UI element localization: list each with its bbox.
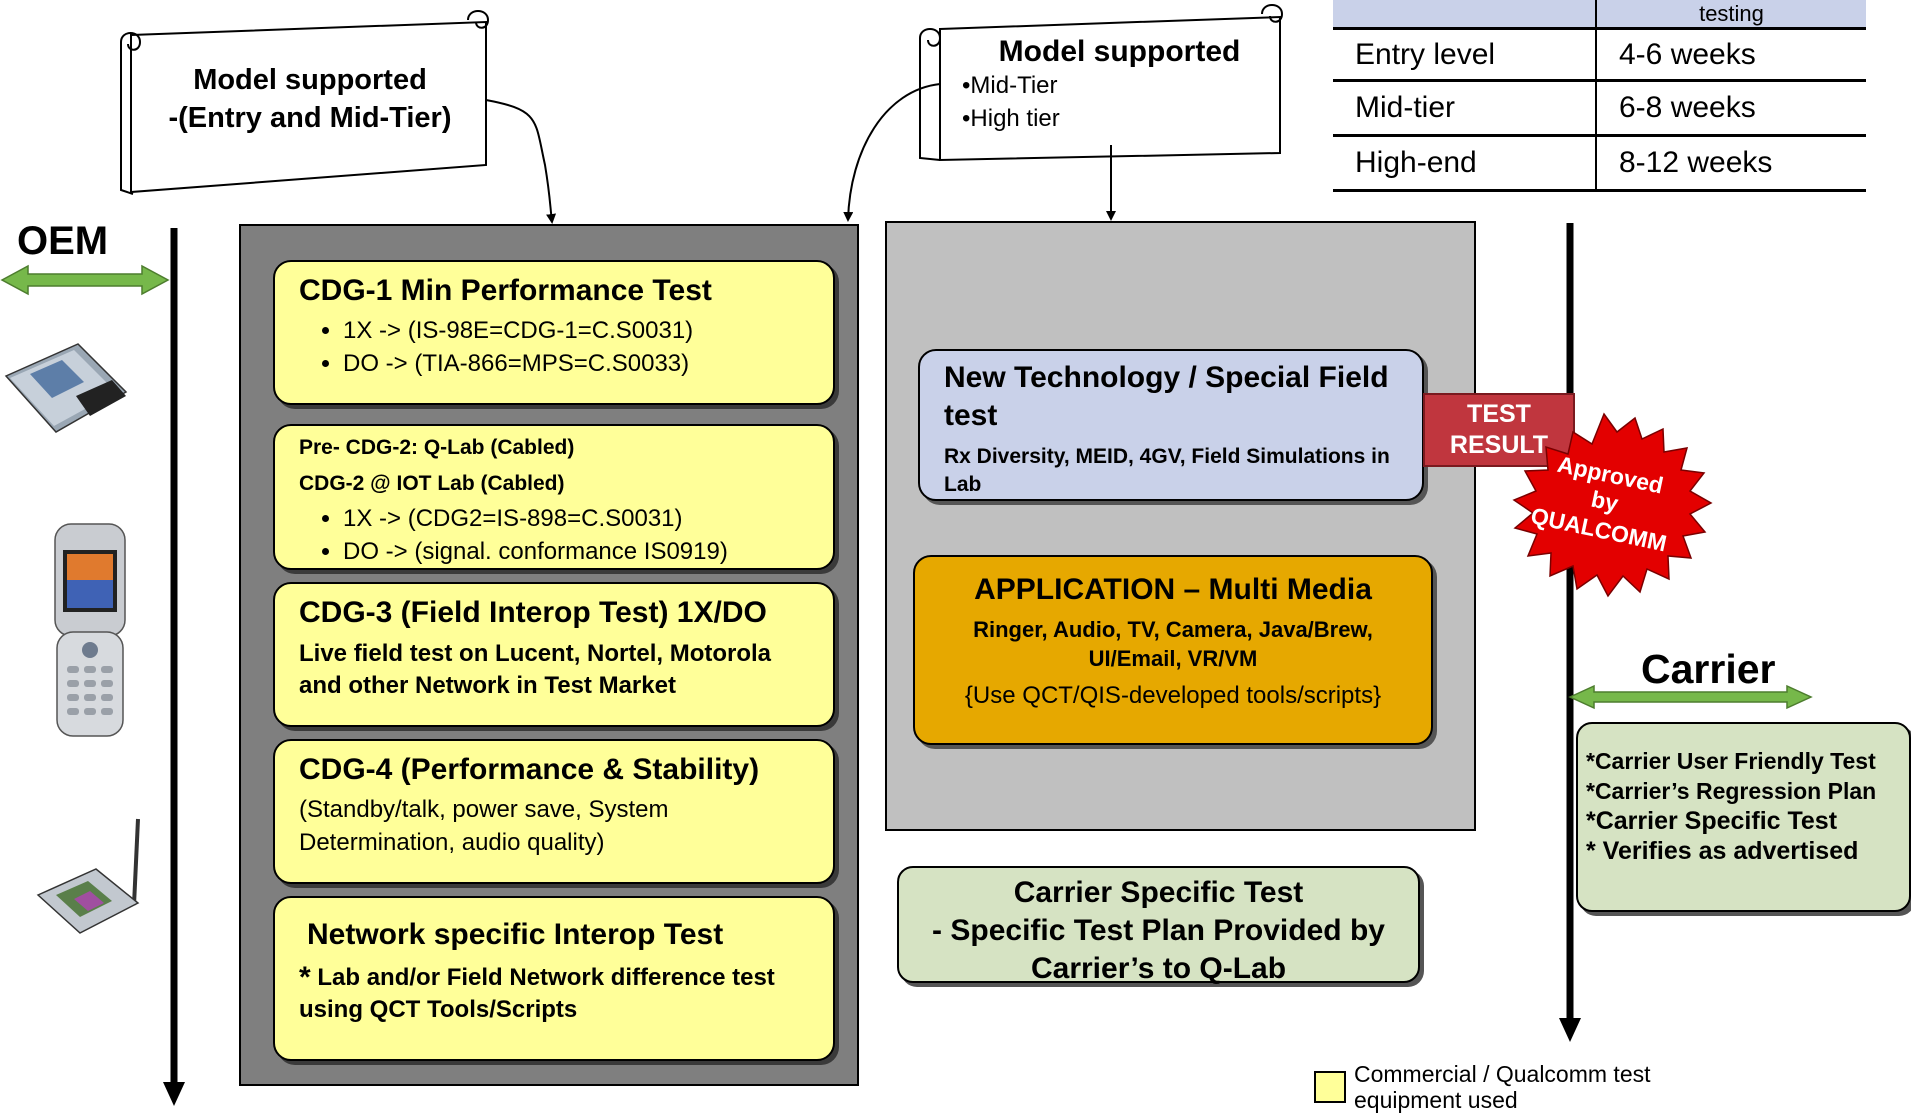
application-box: APPLICATION – Multi Media Ringer, Audio,… (913, 555, 1433, 745)
test-result-badge: TEST RESULT (1423, 393, 1575, 467)
legend-text: Commercial / Qualcomm test equipment use… (1354, 1061, 1651, 1113)
cdg2-line2: CDG-2 @ IOT Lab (Cabled) (299, 472, 565, 495)
network-body-text: Lab and/or Field Network difference test… (299, 964, 775, 1023)
carrier-specific-test-box: Carrier Specific Test - Specific Test Pl… (897, 866, 1420, 985)
list-item: DO -> (TIA-866=MPS=C.S0033) (343, 347, 809, 380)
list-item: * Verifies as advertised (1586, 837, 1859, 865)
list-item: *Carrier User Friendly Test (1586, 748, 1876, 774)
cdg4-title: CDG-4 (Performance & Stability) (299, 753, 760, 786)
oem-label: OEM (17, 219, 109, 263)
network-body: * Lab and/or Field Network difference te… (299, 962, 809, 1026)
oem-timeline-arrowhead (163, 1082, 185, 1106)
approved-by-qualcomm-seal: Approved by QUALCOMM (1512, 412, 1713, 598)
new-tech-title: New Technology / Special Field test (944, 361, 1389, 432)
table-header-cell (1333, 0, 1597, 27)
legend-swatch (1314, 1071, 1346, 1103)
list-item: *Carrier Specific Test (1586, 807, 1838, 835)
cdg1-list: 1X -> (IS-98E=CDG-1=C.S0031) DO -> (TIA-… (299, 314, 809, 380)
scroll-right-connector-curve (843, 83, 941, 222)
table-header-cell: testing (1699, 1, 1764, 26)
network-star: * (299, 961, 311, 994)
table-cell: 6-8 weeks (1619, 91, 1756, 124)
table-cell: 4-6 weeks (1619, 37, 1756, 71)
test-result-line1: TEST (1467, 400, 1531, 428)
cdg1-box: CDG-1 Min Performance Test 1X -> (IS-98E… (273, 260, 835, 405)
table-cell: 8-12 weeks (1619, 146, 1773, 179)
application-note: {Use QCT/QIS-developed tools/scripts} (964, 682, 1382, 709)
scroll-left-text: Model supported -(Entry and Mid-Tier) (140, 61, 480, 137)
carrier-specific-line2: - Specific Test Plan Provided by (932, 914, 1385, 947)
pc-card-modem-image (4, 343, 128, 433)
cdg3-title: CDG-3 (Field Interop Test) 1X/DO (299, 596, 767, 629)
new-tech-body: Rx Diversity, MEID, 4GV, Field Simulatio… (944, 445, 1390, 496)
list-item: 1X -> (CDG2=IS-898=C.S0031) (343, 502, 809, 535)
network-interop-box: Network specific Interop Test * Lab and/… (273, 896, 835, 1061)
carrier-specific-line3: Carrier’s to Q-Lab (1030, 952, 1287, 985)
table-cell: Entry level (1333, 30, 1597, 79)
table-row: Mid-tier 6-8 weeks (1333, 82, 1866, 137)
scroll-right-title: Model supported (998, 35, 1241, 68)
cdg2-box: Pre- CDG-2: Q-Lab (Cabled) CDG-2 @ IOT L… (273, 424, 835, 570)
table-header-row: testing (1333, 0, 1866, 27)
cdg1-title: CDG-1 Min Performance Test (299, 274, 712, 307)
network-title: Network specific Interop Test (307, 918, 724, 951)
cdg4-box: CDG-4 (Performance & Stability) (Standby… (273, 739, 835, 884)
test-result-line2: RESULT (1449, 431, 1549, 459)
oem-double-arrow (0, 264, 170, 296)
new-technology-box: New Technology / Special Field test Rx D… (918, 349, 1424, 501)
application-title: APPLICATION – Multi Media (974, 573, 1372, 606)
scroll-left-line2: -(Entry and Mid-Tier) (168, 102, 452, 134)
list-item: *Carrier’s Regression Plan (1586, 778, 1877, 804)
carrier-label: Carrier (1641, 646, 1776, 692)
table-cell: Mid-tier (1333, 82, 1597, 134)
carrier-specific-line1: Carrier Specific Test (1013, 876, 1304, 909)
scroll-right-item: •High tier (962, 105, 1060, 132)
scroll-left-line1: Model supported (193, 64, 427, 96)
cdg3-box: CDG-3 (Field Interop Test) 1X/DO Live fi… (273, 582, 835, 727)
table-row: Entry level 4-6 weeks (1333, 27, 1866, 82)
list-item: 1X -> (IS-98E=CDG-1=C.S0031) (343, 314, 809, 347)
flip-phone-image (54, 523, 126, 737)
cdg4-body: (Standby/talk, power save, System Determ… (299, 796, 669, 856)
application-body: Ringer, Audio, TV, Camera, Java/Brew, UI… (973, 617, 1373, 671)
cdg2-line1: Pre- CDG-2: Q-Lab (Cabled) (299, 436, 575, 459)
cdg3-body: Live field test on Lucent, Nortel, Motor… (299, 640, 772, 699)
table-cell: High-end (1333, 137, 1597, 189)
scroll-right-text: Model supported •Mid-Tier •High tier (962, 35, 1277, 135)
cdg2-list: 1X -> (CDG2=IS-898=C.S0031) DO -> (signa… (299, 502, 809, 568)
seal-line2: by (1589, 486, 1621, 517)
timeline-table: testing Entry level 4-6 weeks Mid-tier 6… (1333, 0, 1866, 192)
scroll-right-item: •Mid-Tier (962, 72, 1058, 99)
carrier-timeline-arrowhead (1559, 1018, 1581, 1042)
scroll-left-connector (485, 99, 557, 224)
list-item: DO -> (signal. conformance IS0919) (343, 535, 809, 568)
table-row: High-end 8-12 weeks (1333, 137, 1866, 192)
pc-card-antenna-image (36, 818, 140, 934)
carrier-tests-box: *Carrier User Friendly Test *Carrier’s R… (1576, 722, 1911, 912)
